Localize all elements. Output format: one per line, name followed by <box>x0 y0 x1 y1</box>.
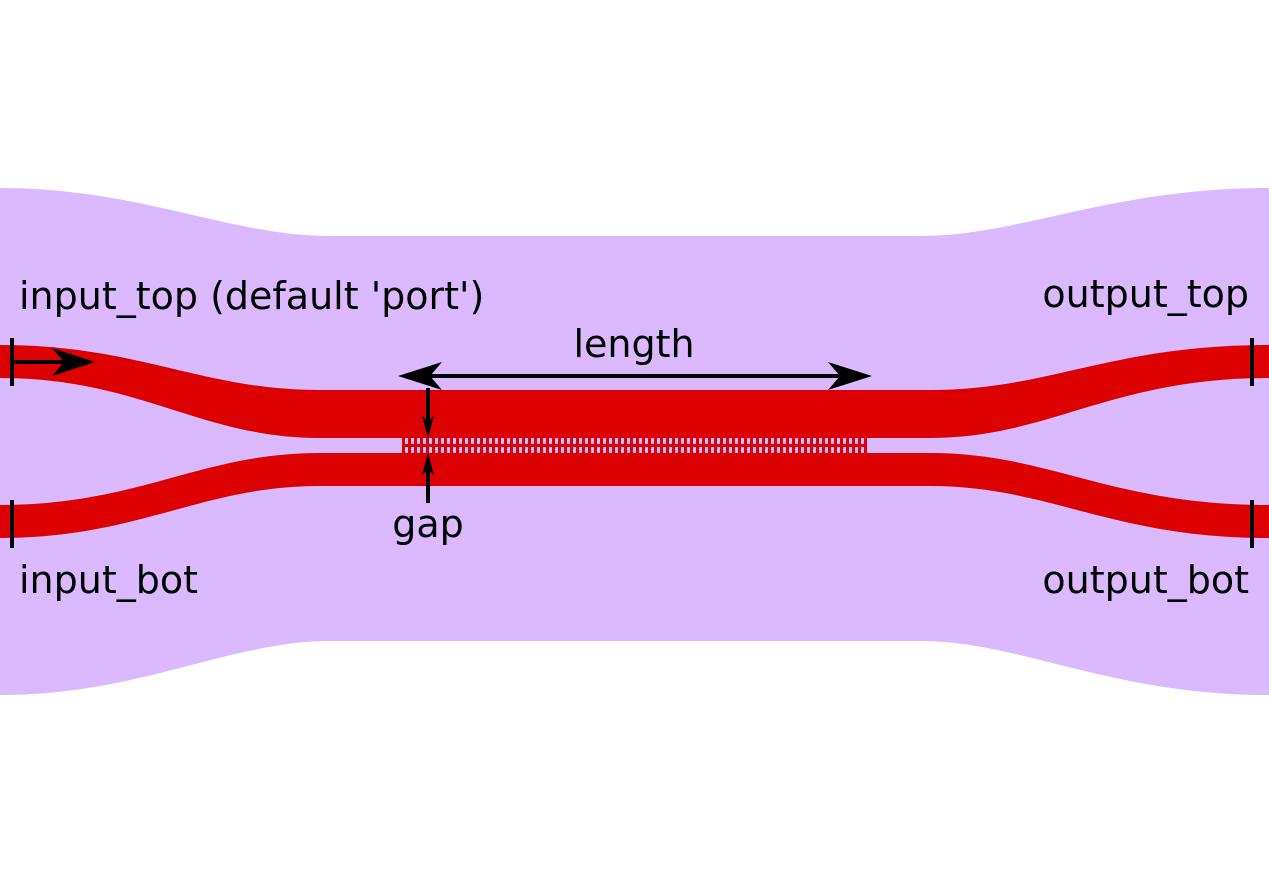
input-bot-label: input_bot <box>19 558 198 602</box>
default-port-arrow <box>12 348 95 376</box>
coupling-gap-line <box>402 444 867 447</box>
bottom-waveguide <box>0 453 1269 538</box>
output-top-label: output_top <box>1042 272 1249 316</box>
input-top-label: input_top (default 'port') <box>19 274 484 318</box>
top-waveguide <box>0 345 1269 438</box>
gap-label: gap <box>392 502 464 546</box>
output-bot-label: output_bot <box>1042 558 1249 602</box>
length-label: length <box>573 322 694 366</box>
gap-arrow-top <box>422 388 434 438</box>
gap-arrow-bottom <box>422 453 434 503</box>
length-arrow <box>398 362 872 390</box>
